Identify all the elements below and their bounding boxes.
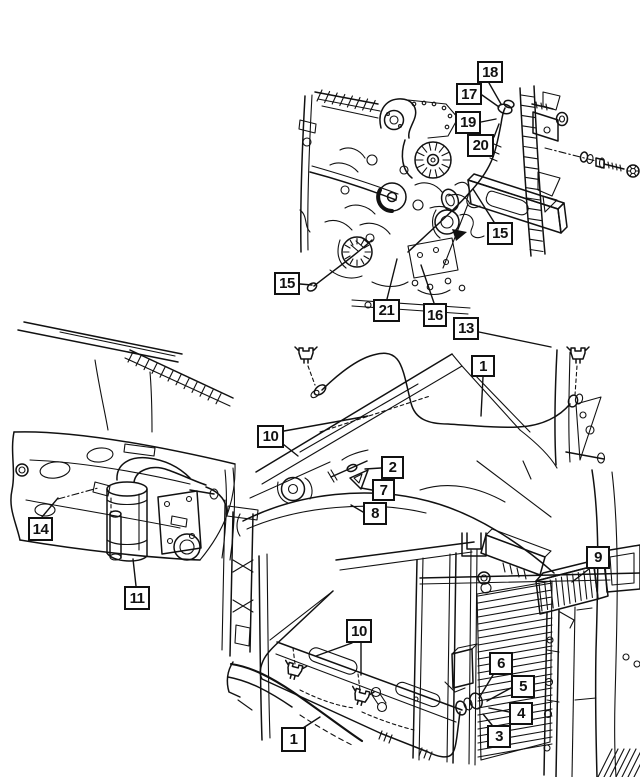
callout-18-0[interactable]: 18 [477,61,503,83]
mounting-bolt [544,147,640,178]
callout-5-19[interactable]: 5 [511,675,535,698]
callout-3-21[interactable]: 3 [487,725,511,748]
callout-7-12[interactable]: 7 [372,479,395,501]
callout-15-5[interactable]: 15 [274,272,300,295]
stud-and-clip [327,449,369,490]
routing-clamp-icon [566,346,590,364]
callout-11-15[interactable]: 11 [124,586,150,610]
callout-15-4[interactable]: 15 [487,222,513,245]
hose-clamps [284,346,590,707]
routing-clamp-icon [294,346,318,364]
callout-21-6[interactable]: 21 [373,299,400,322]
callout-9-16[interactable]: 9 [586,546,610,569]
front-structure-drawing [221,349,640,741]
callout-20-3[interactable]: 20 [467,134,494,157]
engine-assembly-drawing [298,89,485,320]
callout-16-7[interactable]: 16 [423,303,447,327]
callout-13-8[interactable]: 13 [453,317,479,340]
valance-bar [275,641,463,731]
callout-10-10[interactable]: 10 [257,425,284,448]
callout-10-17[interactable]: 10 [346,619,372,643]
callout-19-2[interactable]: 19 [455,111,481,134]
frame-rail-upper [519,85,569,257]
bumper [226,661,364,746]
callout-6-18[interactable]: 6 [489,652,513,675]
callout-4-20[interactable]: 4 [509,702,533,725]
callout-leader-lines [41,82,590,729]
radiator [335,541,491,766]
callout-1-22[interactable]: 1 [281,727,306,752]
condenser [476,580,553,761]
callout-2-11[interactable]: 2 [381,456,404,479]
accumulator-drier [57,456,228,562]
support-beam [467,173,568,234]
callout-1-9[interactable]: 1 [471,355,495,377]
frame-rail-lower [543,469,640,777]
callout-8-13[interactable]: 8 [363,502,387,525]
routing-clamp-icon [284,659,308,681]
callout-14-14[interactable]: 14 [28,517,53,541]
callout-17-1[interactable]: 17 [456,83,482,105]
lower-ac-line [259,590,483,761]
fender-apron-drawing [10,321,236,561]
